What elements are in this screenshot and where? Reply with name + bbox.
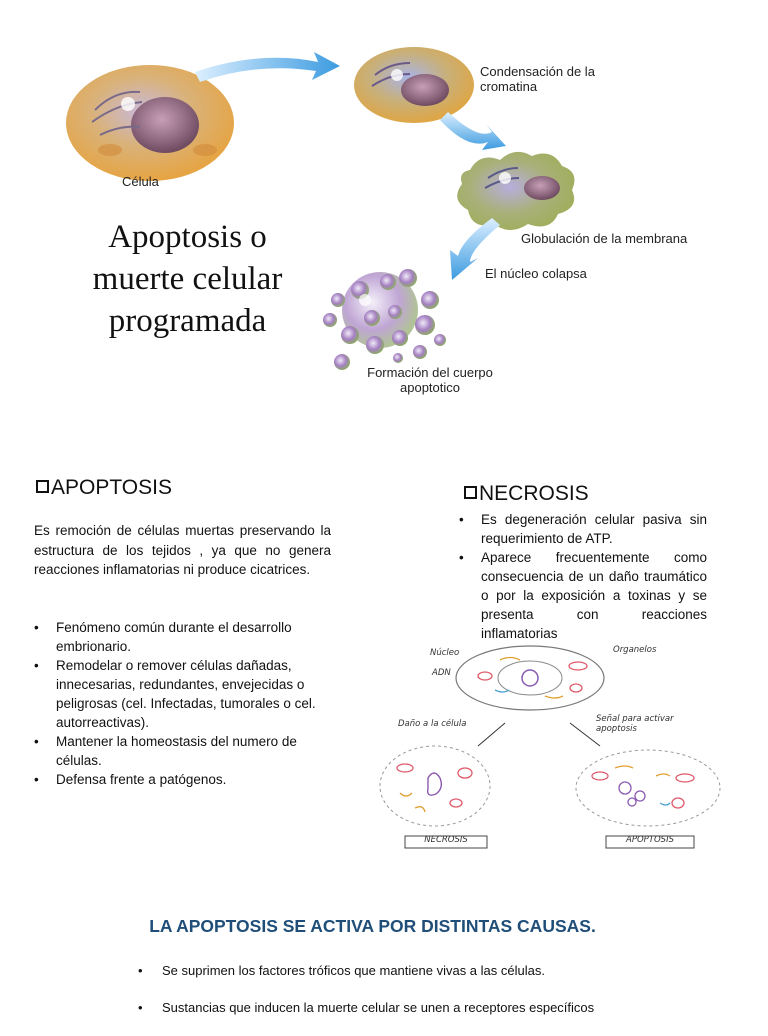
checkbox-bullet-icon [36, 480, 49, 493]
list-item: Sustancias que inducen la muerte celular… [138, 999, 698, 1016]
normal-cell [66, 65, 234, 181]
sketch-apoptotic-cell [575, 749, 721, 827]
apoptosis-definition: Es remoción de células muertas preservan… [34, 523, 331, 577]
condensed-cell [354, 47, 474, 123]
necrosis-apoptosis-sketch [379, 645, 721, 849]
apoptosis-heading-text: APOPTOSIS [51, 476, 172, 499]
sketch-label-cell-damage: Daño a la célula [398, 719, 467, 729]
sketch-necrotic-cell [379, 745, 491, 827]
label-apoptotic-body-formation: Formación del cuerpo apoptotico [367, 365, 493, 395]
causes-title: LA APOPTOSIS SE ACTIVA POR DISTINTAS CAU… [149, 916, 596, 936]
apoptosis-stages-illustration [66, 47, 575, 370]
apoptotic-bodies [323, 269, 446, 370]
stage-arrow-1 [195, 52, 340, 82]
apoptosis-heading: APOPTOSIS [36, 476, 172, 500]
apoptosis-process-slide: Célula Condensación de la cromatina Glob… [0, 0, 768, 420]
list-item: Remodelar o remover células dañadas, inn… [34, 656, 330, 732]
sketch-label-nucleus: Núcleo [430, 648, 460, 658]
sketch-label-organelles: Organelos [613, 645, 657, 655]
necrosis-bullet-list: Es degeneración celular pasiva sin reque… [459, 510, 707, 643]
list-item: Mantener la homeostasis del numero de cé… [34, 732, 330, 770]
necrosis-heading-text: NECROSIS [479, 482, 589, 505]
sketch-label-apoptosis-signal: Señal para activar apoptosis [596, 714, 674, 734]
apoptosis-vs-necrosis-slide: APOPTOSIS Es remoción de células muertas… [0, 448, 768, 868]
sketch-label-dna: ADN [432, 668, 451, 678]
label-cell: Célula [122, 174, 159, 189]
stage-arrow-2 [440, 112, 506, 150]
causes-bullet-list: Se suprimen los factores tróficos que ma… [138, 962, 698, 1036]
list-item: Es degeneración celular pasiva sin reque… [459, 510, 707, 548]
label-nucleus-collapse: El núcleo colapsa [485, 266, 587, 281]
necrosis-heading: NECROSIS [464, 482, 589, 506]
list-item: Aparece frecuentemente como consecuencia… [459, 548, 707, 643]
sketch-label-apoptosis: APOPTOSIS [626, 835, 674, 845]
sketch-label-necrosis: NECROSIS [424, 835, 468, 845]
list-item: Fenómeno común durante el desarrollo emb… [34, 618, 330, 656]
label-membrane-globulation: Globulación de la membrana [521, 231, 688, 246]
apoptosis-bullet-list: Fenómeno común durante el desarrollo emb… [34, 618, 330, 789]
sketch-original-cell [455, 645, 605, 711]
list-item: Defensa frente a patógenos. [34, 770, 330, 789]
list-item: Se suprimen los factores tróficos que ma… [138, 962, 698, 979]
slide-title: Apoptosis o muerte celular programada [92, 219, 283, 339]
globulating-cell [457, 151, 575, 230]
stage-arrow-3 [450, 218, 500, 280]
label-chromatin-condensation: Condensación de la cromatina [480, 64, 595, 94]
checkbox-bullet-icon [464, 486, 477, 499]
